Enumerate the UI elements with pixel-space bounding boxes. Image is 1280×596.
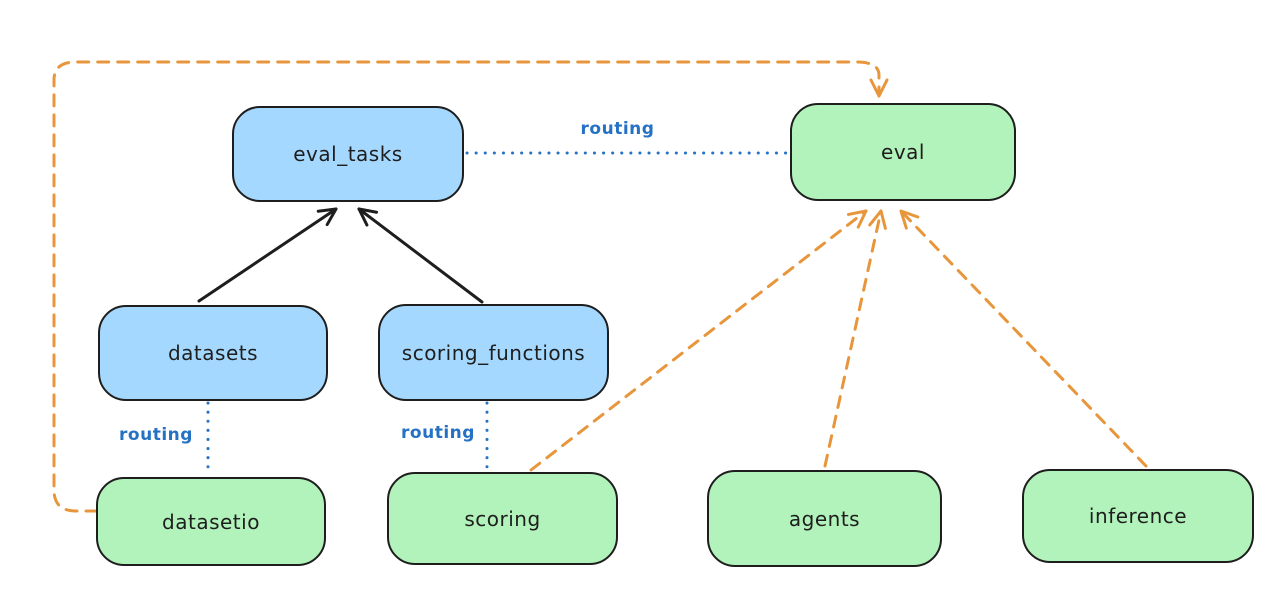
node-label: eval <box>881 140 925 164</box>
node-eval: eval <box>790 103 1016 201</box>
node-label: agents <box>788 506 861 531</box>
node-eval-tasks: eval_tasks <box>232 106 464 202</box>
edge-datasets-to-eval-tasks <box>197 207 338 303</box>
node-label: inference <box>1088 504 1188 528</box>
edge-scoring-to-eval <box>529 209 868 472</box>
edge-datasetio-to-eval <box>52 60 889 513</box>
node-label: datasetio <box>162 509 260 534</box>
edge-agents-to-eval <box>823 209 887 468</box>
node-label: datasets <box>167 341 259 365</box>
edge-label-routing-datasets-datasetio: routing <box>119 425 193 445</box>
node-label: scoring <box>464 506 541 531</box>
node-datasets: datasets <box>98 305 328 401</box>
edge-label-routing-scoring-functions-scoring: routing <box>401 423 475 443</box>
node-datasetio: datasetio <box>96 477 326 566</box>
edge-scoring-functions-to-eval-tasks <box>357 207 484 304</box>
edge-inference-to-eval <box>899 209 1148 468</box>
node-inference: inference <box>1022 469 1254 563</box>
node-label: scoring_functions <box>401 340 586 365</box>
node-scoring-functions: scoring_functions <box>378 304 609 401</box>
node-agents: agents <box>707 470 942 567</box>
edge-label-routing-eval-tasks-eval: routing <box>580 119 655 139</box>
node-scoring: scoring <box>387 472 618 565</box>
node-label: eval_tasks <box>293 142 403 166</box>
